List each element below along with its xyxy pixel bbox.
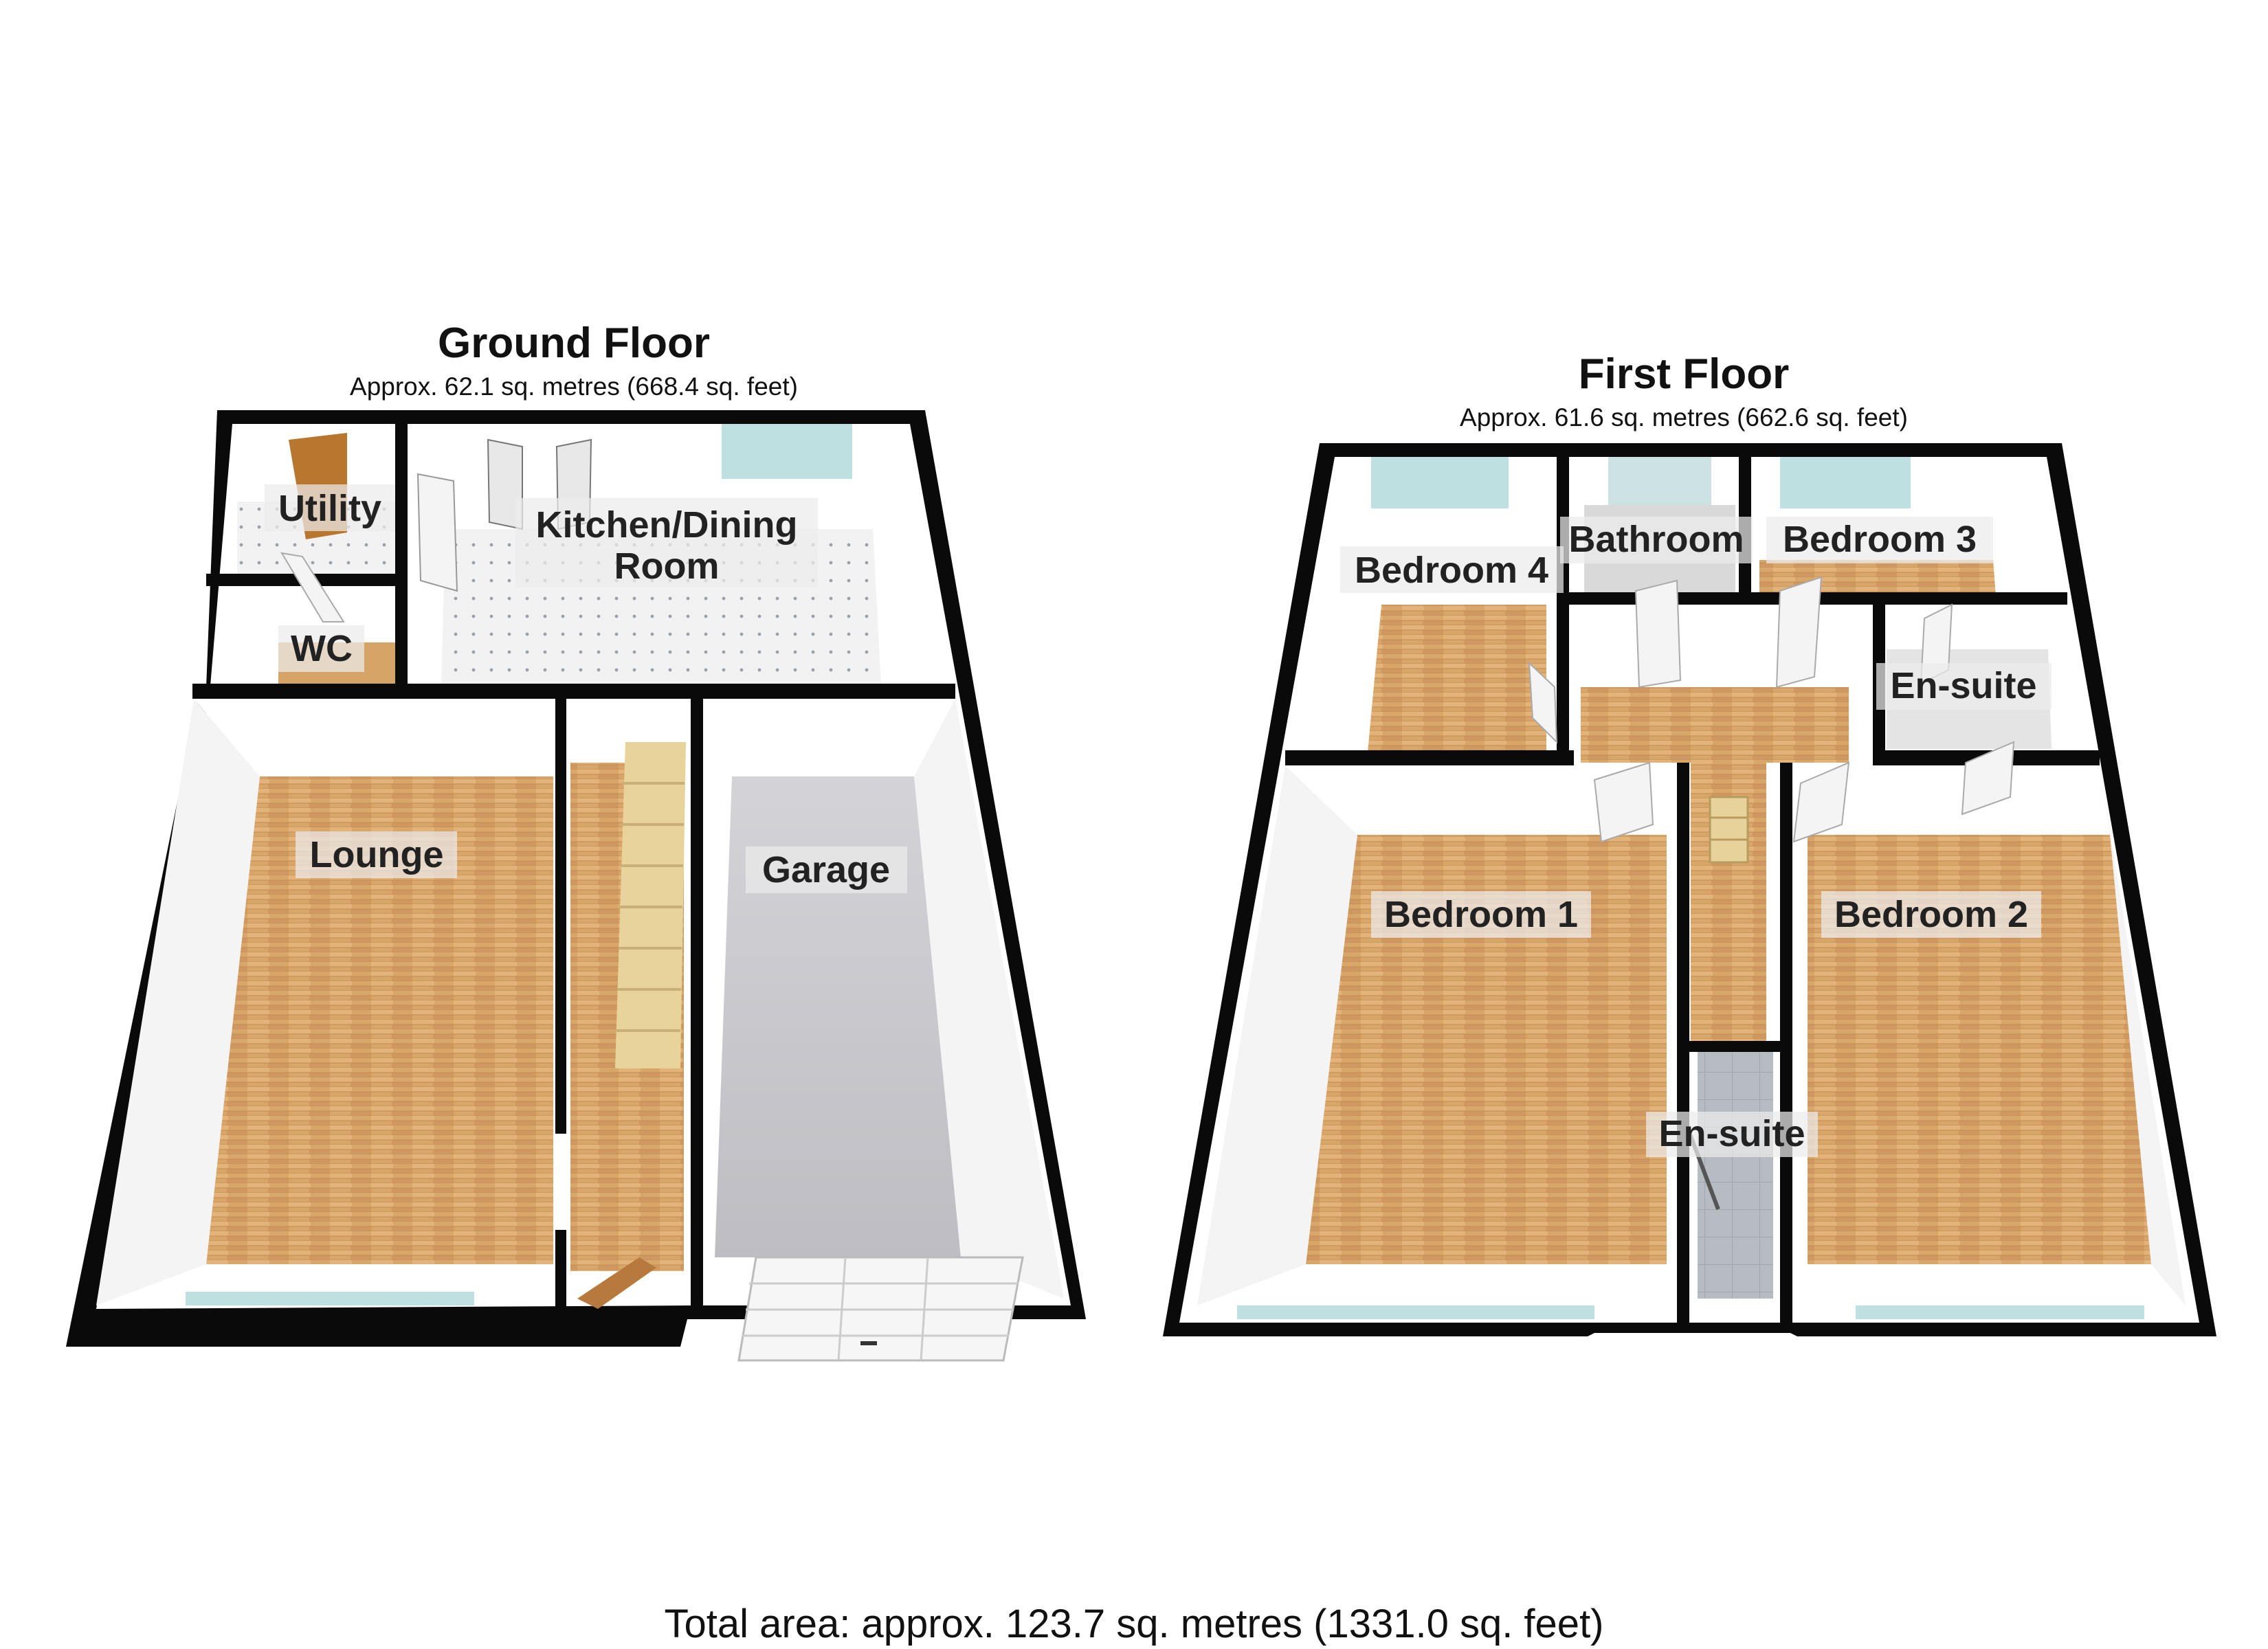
bedroom2-window xyxy=(1856,1305,2144,1319)
bedroom1-wall-face xyxy=(1285,765,1677,835)
garage-wall-face xyxy=(703,699,955,776)
room-label-garage: Garage xyxy=(762,849,890,890)
wall-row-mid xyxy=(1285,750,1574,765)
room-label-lounge: Lounge xyxy=(310,834,444,875)
room-label-bedroom1: Bedroom 1 xyxy=(1384,894,1578,935)
kitchen-window xyxy=(722,424,852,479)
room-label-kitchen-line1: Kitchen/Dining xyxy=(536,504,798,546)
bedroom1-left-wall-face xyxy=(1197,765,1357,1305)
ground-floor-title: Ground Floor xyxy=(438,319,710,367)
wall-bed3-bottom xyxy=(1751,592,2067,605)
bedroom4-floor xyxy=(1368,605,1546,752)
lounge-wall-face xyxy=(194,699,555,776)
bedroom3-window xyxy=(1780,457,1911,508)
wall-hall-garage xyxy=(691,694,703,1312)
garage-floor xyxy=(715,776,961,1257)
room-label-bedroom2: Bedroom 2 xyxy=(1834,894,2028,935)
room-label-ensuite-upper: En-suite xyxy=(1890,665,2036,706)
ground-floor-area: Approx. 62.1 sq. metres (668.4 sq. feet) xyxy=(350,372,798,401)
room-label-bathroom: Bathroom xyxy=(1569,519,1744,560)
ensuite-lower-floor xyxy=(1698,1051,1773,1299)
bedroom1-floor xyxy=(1306,835,1667,1264)
landing-floor xyxy=(1581,687,1849,763)
wall-utility-kitchen xyxy=(395,423,408,687)
wc-door xyxy=(280,552,345,622)
bedroom2-right-wall-face xyxy=(2100,765,2186,1305)
bathroom-door xyxy=(1634,579,1682,688)
loft-hatch xyxy=(1709,796,1749,864)
garage-door xyxy=(737,1256,1024,1362)
lounge-window xyxy=(186,1292,474,1305)
wall-row-top xyxy=(192,684,955,699)
wall-lounge-hall xyxy=(555,694,566,1134)
bedroom1-window xyxy=(1237,1305,1594,1319)
bedroom2-wall-face xyxy=(1792,765,2110,835)
wall-ensuite-top xyxy=(1684,1041,1787,1052)
wardrobe-door xyxy=(1961,741,2015,816)
bedroom3-door xyxy=(1775,576,1823,688)
room-label-ensuite-lower: En-suite xyxy=(1658,1113,1805,1154)
bedroom2-door xyxy=(1792,761,1850,843)
garage-right-wall-face xyxy=(914,699,1064,1299)
lounge-floor xyxy=(206,776,553,1264)
lounge-left-wall-face xyxy=(96,699,260,1305)
first-floor-area: Approx. 61.6 sq. metres (662.6 sq. feet) xyxy=(1460,403,1908,431)
room-label-kitchen-line2: Room xyxy=(614,546,720,587)
first-floor-plan xyxy=(1163,443,2216,1336)
first-floor-title: First Floor xyxy=(1579,350,1790,398)
bedroom4-door xyxy=(1528,661,1558,744)
bathroom-window xyxy=(1608,457,1711,505)
room-label-wc: WC xyxy=(291,628,353,669)
bedroom1-door xyxy=(1593,761,1654,843)
wall-bed1-corridor xyxy=(1677,763,1689,1326)
front-door xyxy=(577,1257,656,1309)
bedroom4-window xyxy=(1371,457,1509,508)
total-area: Total area: approx. 123.7 sq. metres (13… xyxy=(664,1602,1604,1646)
wall-bed4-bath xyxy=(1557,453,1569,756)
bedroom2-floor xyxy=(1808,835,2151,1264)
staircase xyxy=(615,742,686,1068)
room-label-bedroom3: Bedroom 3 xyxy=(1783,519,1977,560)
wall-lounge-hall-lower xyxy=(555,1230,566,1319)
room-label-bedroom4: Bedroom 4 xyxy=(1355,550,1548,591)
kitchen-door xyxy=(416,473,458,592)
room-label-utility: Utility xyxy=(278,488,381,529)
